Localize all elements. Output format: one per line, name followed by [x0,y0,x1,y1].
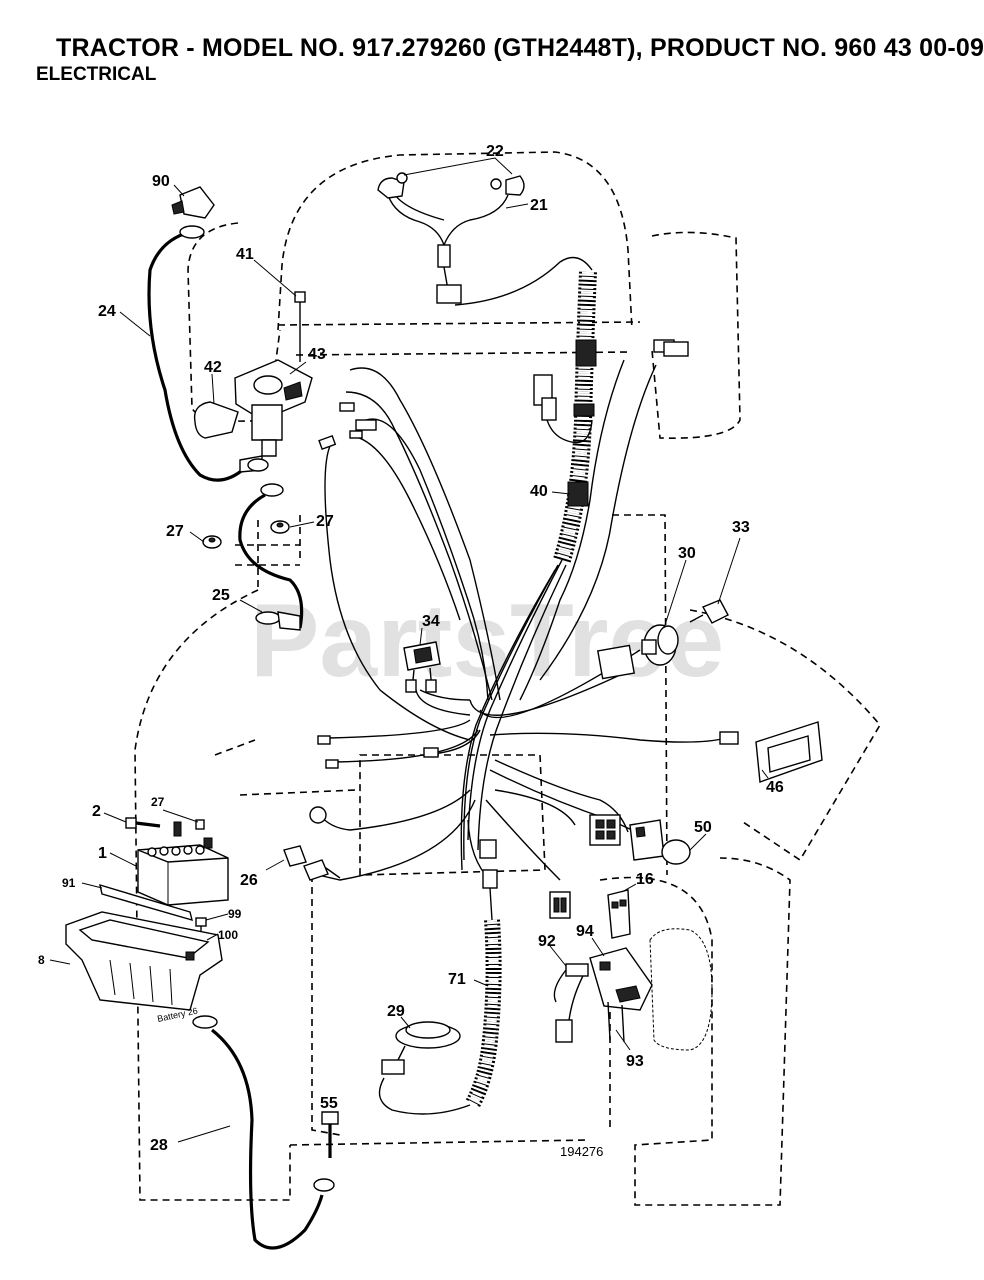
part-27-nut-battery [195,819,205,830]
callout-46: 46 [766,779,784,796]
leader-lines [49,184,769,1143]
part-93-screws [607,1001,625,1043]
callout-34: 34 [422,613,440,630]
callout-27-right: 27 [316,513,334,530]
part-91-strap [99,883,193,922]
diagram-reference-number: 194276 [560,1144,603,1159]
part-33-key [689,599,729,624]
callout-90: 90 [152,173,170,190]
part-21-headlight-harness [387,189,593,306]
callout-91: 91 [62,876,76,890]
callout-26: 26 [240,872,258,889]
callout-29: 29 [387,1003,405,1020]
callout-99: 99 [228,907,242,921]
harness-connectors [309,339,739,919]
callout-92: 92 [538,933,556,950]
callout-16: 16 [636,871,654,888]
callout-1: 1 [98,845,107,862]
part-46-hour-meter [755,721,823,783]
callout-71: 71 [448,971,466,988]
part-94-interlock-switch [589,947,653,1011]
part-29-pto-switch [381,1021,461,1075]
callout-8: 8 [38,953,45,967]
part-27-nut-right [270,520,290,534]
callout-50: 50 [694,819,712,836]
callout-28: 28 [150,1137,168,1154]
part-27-nut-left [202,535,222,549]
part-42-terminal-boot [193,401,239,439]
callout-93: 93 [626,1053,644,1070]
section-subtitle: ELECTRICAL [36,64,157,85]
part-28-battery-cable [192,1015,335,1250]
callout-21: 21 [530,197,548,214]
callout-33: 33 [732,519,750,536]
part-30-ignition-switch [641,624,679,666]
part-8-battery-tray [65,911,223,1011]
part-55-bolt [321,1111,339,1158]
part-43-solenoid [234,359,313,457]
callout-2: 2 [92,803,101,820]
part-25-ground-cable [238,483,304,631]
callout-100: 100 [218,928,238,942]
part-92-harness [553,963,589,1043]
part-16-relay [607,889,631,939]
part-24-battery-cable [147,225,269,482]
page-title: TRACTOR - MODEL NO. 917.279260 (GTH2448T… [56,34,984,62]
part-26-fuse-holder [283,845,341,881]
part-1-battery [137,821,229,906]
callout-27-battery: 27 [151,795,165,809]
callout-94: 94 [576,923,594,940]
callout-40: 40 [530,483,548,500]
part-40-convoluted-tube [553,271,597,563]
part-34-switch [403,641,441,693]
part-22-headlight-bulbs [377,157,525,199]
part-2-bolt [125,817,161,829]
part-50-seat-switch [629,819,691,865]
callout-43: 43 [308,346,326,363]
callout-55: 55 [320,1095,338,1112]
callout-27-left: 27 [166,523,184,540]
part-41-bolt [294,291,306,362]
callout-42: 42 [204,359,222,376]
callout-24: 24 [98,303,116,320]
part-71-coiled-tube [378,887,502,1115]
callout-25: 25 [212,587,230,604]
callout-41: 41 [236,246,254,263]
callout-30: 30 [678,545,696,562]
callout-22: 22 [486,143,504,160]
part-90-terminal-cover [171,186,215,219]
